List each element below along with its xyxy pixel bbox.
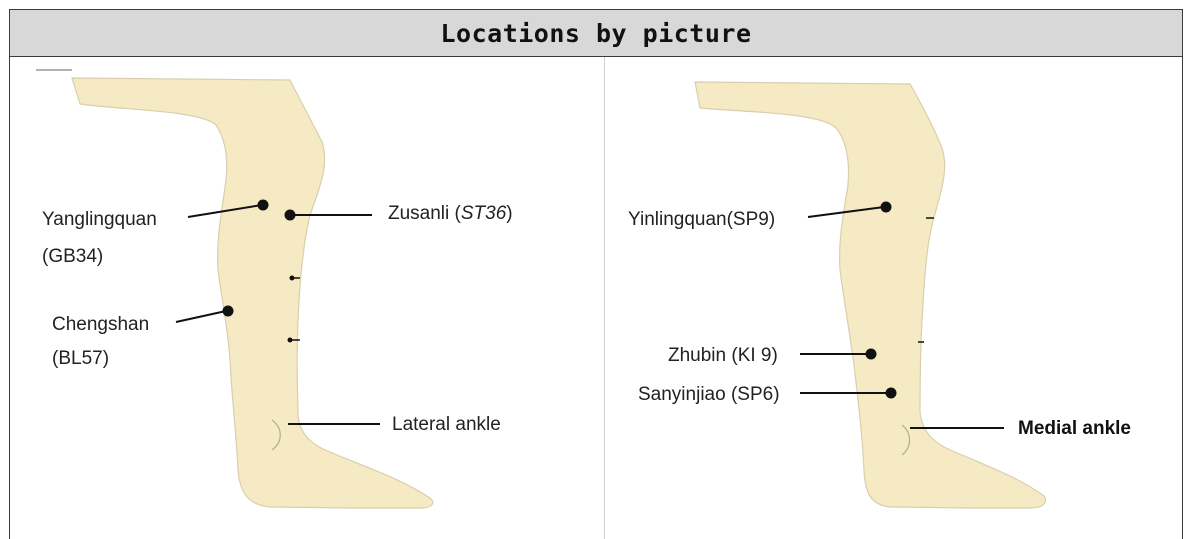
sanyinjiao-point	[886, 388, 897, 399]
medial-ankle-label: Medial ankle	[1018, 418, 1131, 439]
chengshan-point	[223, 306, 234, 317]
chengshan-label: Chengshan	[52, 314, 149, 335]
lateral-ankle-label: Lateral ankle	[392, 414, 501, 435]
chengshan-code: (BL57)	[52, 348, 109, 369]
yanglingquan-code: (GB34)	[42, 246, 103, 267]
yinlingquan-point	[881, 202, 892, 213]
yinlingquan-label: Yinlingquan(SP9)	[628, 209, 775, 230]
zhubin-label: Zhubin (KI 9)	[668, 345, 778, 366]
yanglingquan-label: Yanglingquan	[42, 209, 157, 230]
zusanli-point	[285, 210, 296, 221]
sanyinjiao-label: Sanyinjiao (SP6)	[638, 384, 780, 405]
chengshan-leader	[176, 311, 226, 322]
right-leg-shape	[695, 82, 1045, 508]
left-leg-panel: Yanglingquan (GB34) Zusanli (ST36) Cheng…	[36, 70, 513, 508]
zusanli-label: Zusanli (ST36)	[388, 203, 513, 224]
right-leg-panel: Yinlingquan(SP9) Zhubin (KI 9) Sanyinjia…	[628, 82, 1131, 508]
yanglingquan-point	[258, 200, 269, 211]
minor-point-2	[288, 338, 293, 343]
minor-point-1	[290, 276, 295, 281]
left-leg-shape	[72, 78, 433, 508]
zhubin-point	[866, 349, 877, 360]
